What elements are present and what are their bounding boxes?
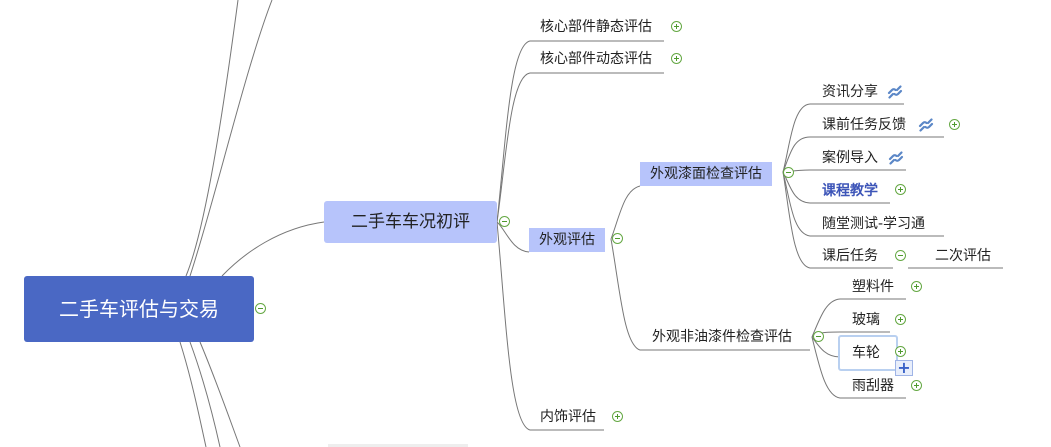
expand-plastic-parts-toggle[interactable] (911, 281, 922, 292)
expand-static-eval-toggle[interactable] (671, 21, 682, 32)
expand-dynamic-eval-toggle[interactable] (671, 53, 682, 64)
topic-info-share[interactable]: 资讯分享 (822, 84, 878, 100)
collapse-non-paint-check-toggle[interactable] (813, 331, 824, 342)
expand-interior-eval-toggle[interactable] (612, 411, 623, 422)
collapse-paint-check-toggle[interactable] (783, 167, 794, 178)
offscreen-topic-edge (328, 444, 468, 447)
topic-exterior-eval[interactable]: 外观评估 (529, 228, 605, 252)
topic-plastic-parts[interactable]: 塑料件 (852, 279, 894, 295)
root-topic[interactable]: 二手车评估与交易 (24, 276, 254, 342)
topic-in-class-quiz[interactable]: 随堂测试-学习通 (822, 216, 926, 232)
hyperlink-icon[interactable] (887, 149, 905, 167)
collapse-main-toggle[interactable] (499, 216, 510, 227)
hyperlink-icon[interactable] (886, 83, 904, 101)
expand-pre-class-feedback-toggle[interactable] (949, 119, 960, 130)
expand-wheel-toggle[interactable] (895, 346, 906, 357)
topic-wiper[interactable]: 雨刮器 (852, 378, 894, 394)
hyperlink-icon[interactable] (917, 116, 935, 134)
topic-interior-eval[interactable]: 内饰评估 (540, 409, 596, 425)
topic-paint-check[interactable]: 外观漆面检查评估 (640, 162, 772, 186)
topic-case-intro[interactable]: 案例导入 (822, 150, 878, 166)
topic-wheel[interactable]: 车轮 (852, 345, 880, 361)
collapse-post-class-task-toggle[interactable] (895, 250, 906, 261)
expand-course-teaching-toggle[interactable] (895, 184, 906, 195)
topic-static-eval[interactable]: 核心部件静态评估 (540, 19, 652, 35)
topic-course-teaching[interactable]: 课程教学 (822, 183, 878, 199)
expand-glass-toggle[interactable] (895, 314, 906, 325)
collapse-root-toggle[interactable] (255, 303, 266, 314)
topic-glass[interactable]: 玻璃 (852, 312, 880, 328)
topic-dynamic-eval[interactable]: 核心部件动态评估 (540, 51, 652, 67)
add-subtopic-button[interactable]: + (895, 360, 913, 376)
topic-post-class-task[interactable]: 课后任务 (822, 248, 878, 264)
main-topic[interactable]: 二手车车况初评 (324, 201, 497, 243)
topic-non-paint-check[interactable]: 外观非油漆件检查评估 (652, 329, 792, 345)
topic-second-eval[interactable]: 二次评估 (935, 248, 991, 264)
expand-wiper-toggle[interactable] (911, 380, 922, 391)
topic-pre-class-feedback[interactable]: 课前任务反馈 (822, 117, 906, 133)
collapse-exterior-eval-toggle[interactable] (612, 233, 623, 244)
